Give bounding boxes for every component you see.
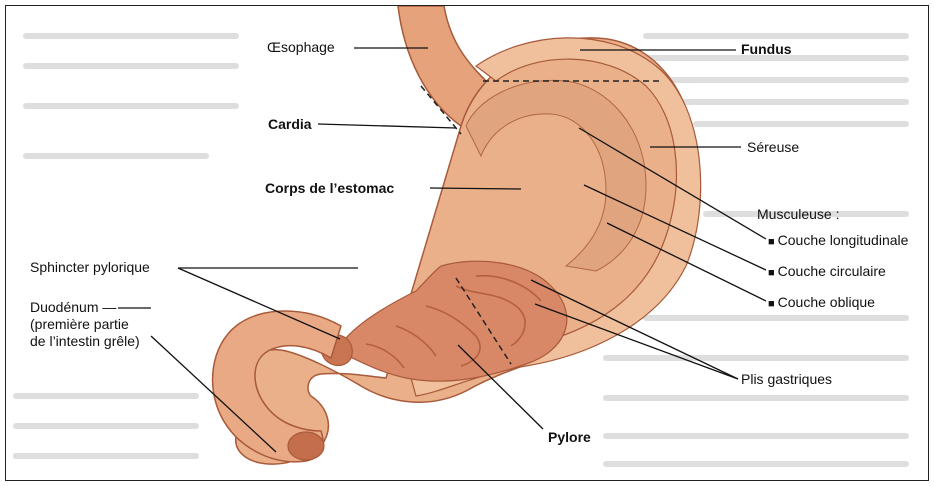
label-pylore: Pylore: [548, 429, 591, 446]
figure-frame: Œsophage Fundus Cardia Séreuse Corps de …: [5, 5, 929, 481]
label-fundus: Fundus: [741, 41, 792, 58]
label-musculeuse: Musculeuse :: [757, 206, 839, 223]
bullet-icon: ■: [768, 236, 775, 248]
label-duodenum: Duodénum — (première partie de l’intesti…: [30, 299, 140, 350]
label-couche-oblique: ■Couche oblique: [768, 294, 875, 313]
duodenum-cut-end: [288, 432, 324, 460]
label-oesophage: Œsophage: [267, 39, 335, 56]
bullet-icon: ■: [768, 267, 775, 279]
label-couche-longitudinale: ■Couche longitudinale: [768, 232, 908, 251]
label-sereuse: Séreuse: [747, 139, 799, 156]
label-sphincter-pylorique: Sphincter pylorique: [30, 259, 150, 276]
label-plis-gastriques: Plis gastriques: [741, 371, 832, 388]
label-couche-circulaire: ■Couche circulaire: [768, 263, 886, 282]
label-cardia: Cardia: [268, 116, 312, 133]
bullet-icon: ■: [768, 298, 775, 310]
label-corps-estomac: Corps de l’estomac: [265, 180, 394, 197]
